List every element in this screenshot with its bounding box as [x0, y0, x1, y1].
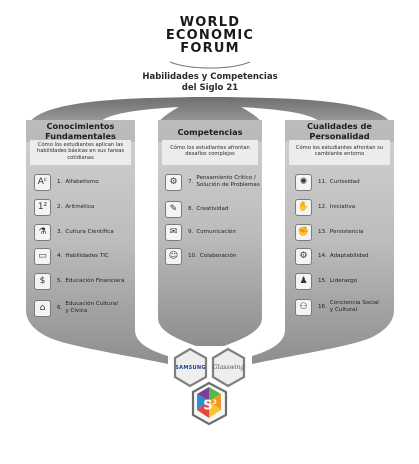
head-gear-icon: ⚙	[165, 173, 182, 191]
column-desc-personalidad: Cómo los estudiantes afrontan su cambian…	[295, 145, 384, 158]
glasswing-logo: Glasswing	[212, 364, 245, 371]
ribbon-left	[30, 97, 200, 122]
column-title-competencias: Competencias	[177, 127, 243, 137]
list-item-adaptabilidad: ⚙ 14. Adaptabilidad	[295, 246, 369, 266]
panel-right	[252, 120, 394, 364]
list-item-aritmetica: 1² 2. Aritmética	[34, 197, 94, 217]
money-icon: $	[34, 272, 51, 290]
list-item-conciencia-social: ⚇ 16. Conciencia Social y Cultural	[295, 297, 379, 317]
ribbon-right	[220, 97, 390, 122]
column-title-personalidad: Cualidades de Personalidad	[307, 121, 372, 141]
list-item-educacion-cultural: ⌂ 6. Educación Cultural y Cívica	[34, 298, 118, 318]
subtitle-line-2: del Siglo 21	[181, 83, 239, 93]
samsung-logo: SAMSUNG	[175, 365, 206, 371]
s3-logo	[197, 387, 221, 418]
hex-glasswing	[211, 347, 246, 388]
logo-line-economic: ECONOMIC	[165, 28, 255, 43]
team-icon: ☺	[165, 247, 182, 265]
list-item-educacion-financiera: $ 5. Educación Financiera	[34, 271, 125, 291]
list-item-cultura-cientifica: ⚗ 3. Cultura Científica	[34, 222, 114, 242]
list-item-comunicacion: ✉ 9. Comunicación	[165, 222, 236, 242]
fist-icon: ✊	[295, 223, 312, 241]
subtitle-line-1: Habilidades y Competencias	[142, 72, 278, 82]
logo-line-forum: FORUM	[180, 41, 240, 56]
hand-icon: ✋	[295, 198, 312, 216]
building-icon: ⌂	[34, 299, 51, 317]
speech-icon: ✉	[165, 223, 182, 241]
flask-icon: ⚗	[34, 223, 51, 241]
list-item-creatividad: ✎ 8. Creatividad	[165, 199, 228, 219]
column-desc-competencias: Cómo los estudiantes afrontan desafíos c…	[170, 145, 250, 158]
list-item-colaboracion: ☺ 10. Colaboración	[165, 246, 237, 266]
list-item-habilidades-tic: ▭ 4. Habilidades TIC	[34, 246, 109, 266]
panel-center	[158, 120, 262, 346]
lightbulb-icon: ✺	[295, 173, 312, 191]
laptop-icon: ▭	[34, 247, 51, 265]
list-item-persistencia: ✊ 13. Persistencia	[295, 222, 363, 242]
numbers-icon: 1²	[34, 198, 51, 216]
leader-icon: ♟	[295, 272, 312, 290]
hex-samsung	[173, 347, 208, 388]
gears-icon: ⚙	[295, 247, 312, 265]
s3-letter: S3	[203, 398, 217, 414]
list-item-curiosidad: ✺ 11. Curiosidad	[295, 172, 360, 192]
letters-icon: Aᶜ	[34, 173, 51, 191]
list-item-liderazgo: ♟ 15. Liderazgo	[295, 271, 357, 291]
panel-left	[26, 120, 168, 364]
ribbon-center	[158, 97, 262, 124]
palette-icon: ✎	[165, 200, 182, 218]
list-item-alfabetismo: Aᶜ 1. Alfabetismo	[34, 172, 99, 192]
list-item-pensamiento-critico: ⚙ 7. Pensamiento Crítico / Solución de P…	[165, 172, 260, 192]
logo-line-world: WORLD	[179, 15, 241, 30]
list-item-iniciativa: ✋ 12. Iniciativa	[295, 197, 355, 217]
column-desc-fundamentales: Cómo los estudiantes aplican las habilid…	[36, 142, 125, 161]
people-icon: ⚇	[295, 298, 312, 316]
column-title-fundamentales: Conocimientos Fundamentales	[45, 121, 116, 141]
